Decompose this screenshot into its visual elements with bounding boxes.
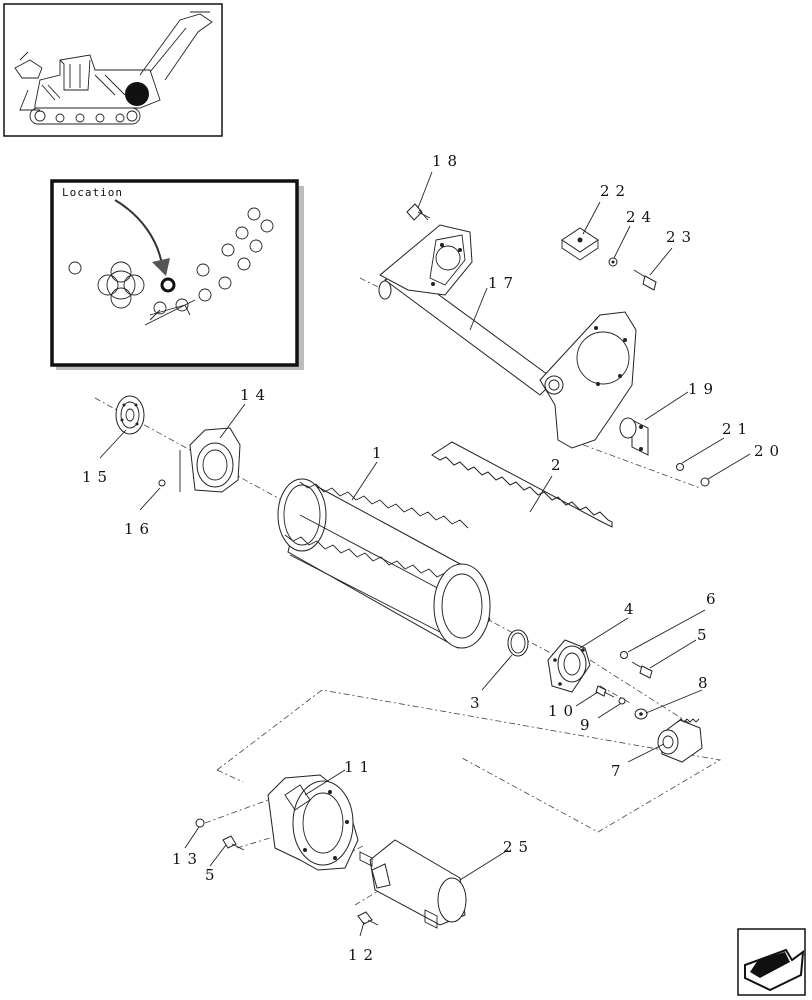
part-15-bearing: [115, 395, 145, 435]
callout-2: 2: [551, 456, 567, 474]
callout-7: 7: [611, 762, 627, 780]
part-11-housing: [267, 774, 359, 871]
callout-5: 5: [697, 626, 713, 644]
part-3-ring: [507, 629, 529, 657]
leader-lines: [99, 171, 751, 937]
part-25-motor: [359, 839, 467, 929]
callout-13: 13: [172, 850, 203, 868]
callout-19: 19: [688, 380, 719, 398]
callout-15: 15: [82, 468, 113, 486]
callout-20: 20: [754, 442, 785, 460]
callout-9: 9: [580, 716, 596, 734]
part-14-housing: [179, 427, 241, 493]
callout-24: 24: [626, 208, 657, 226]
next-page-button[interactable]: [737, 928, 806, 996]
callout-23: 23: [666, 228, 697, 246]
location-target-ring: [160, 277, 176, 293]
callout-3: 3: [470, 694, 486, 712]
callout-21: 21: [722, 420, 753, 438]
part-12-bolt: [357, 911, 379, 926]
callout-12: 12: [348, 946, 379, 964]
part-20-nut: [700, 477, 710, 487]
part-6-washer: [620, 651, 628, 659]
part-16-bolt: [158, 479, 166, 487]
callout-16: 16: [124, 520, 155, 538]
part-2-strip: [431, 441, 613, 528]
part-21-nut: [676, 463, 684, 471]
machine-thumbnail: [3, 3, 223, 137]
callout-10: 10: [548, 702, 579, 720]
callout-8: 8: [698, 674, 714, 692]
part-19-bracket: [619, 417, 649, 456]
part-23-bolt: [633, 269, 657, 291]
callout-22: 22: [600, 182, 631, 200]
part-10-bolt: [595, 685, 615, 698]
callout-11: 11: [344, 758, 375, 776]
part-1-drum: [277, 478, 491, 649]
part-9-washer: [618, 697, 626, 705]
part-7-gear: [657, 718, 703, 763]
callout-18: 18: [432, 152, 463, 170]
part-4-hub: [547, 639, 591, 693]
part-17-shaft-assembly: [378, 224, 637, 449]
location-marker-dot: [125, 82, 149, 106]
location-inset: Location: [50, 179, 304, 370]
location-title: Location: [62, 186, 123, 199]
part-5-bolt-lower: [222, 835, 245, 851]
callout-25: 25: [503, 838, 534, 856]
callout-6: 6: [706, 590, 722, 608]
part-13-nut: [195, 818, 205, 828]
part-24-washer: [608, 257, 618, 267]
callout-5-lower: 5: [205, 866, 221, 884]
part-5-bolt-upper: [631, 661, 653, 679]
callout-17: 17: [488, 274, 519, 292]
callout-14: 14: [240, 386, 271, 404]
callout-4: 4: [624, 600, 640, 618]
callout-1: 1: [372, 444, 388, 462]
part-22-plate: [561, 227, 599, 261]
callout-labels: 18 22 24 23 17 19 21 20 14 15 16 1 2 4 6…: [82, 152, 785, 964]
part-8-spacer: [634, 708, 648, 720]
